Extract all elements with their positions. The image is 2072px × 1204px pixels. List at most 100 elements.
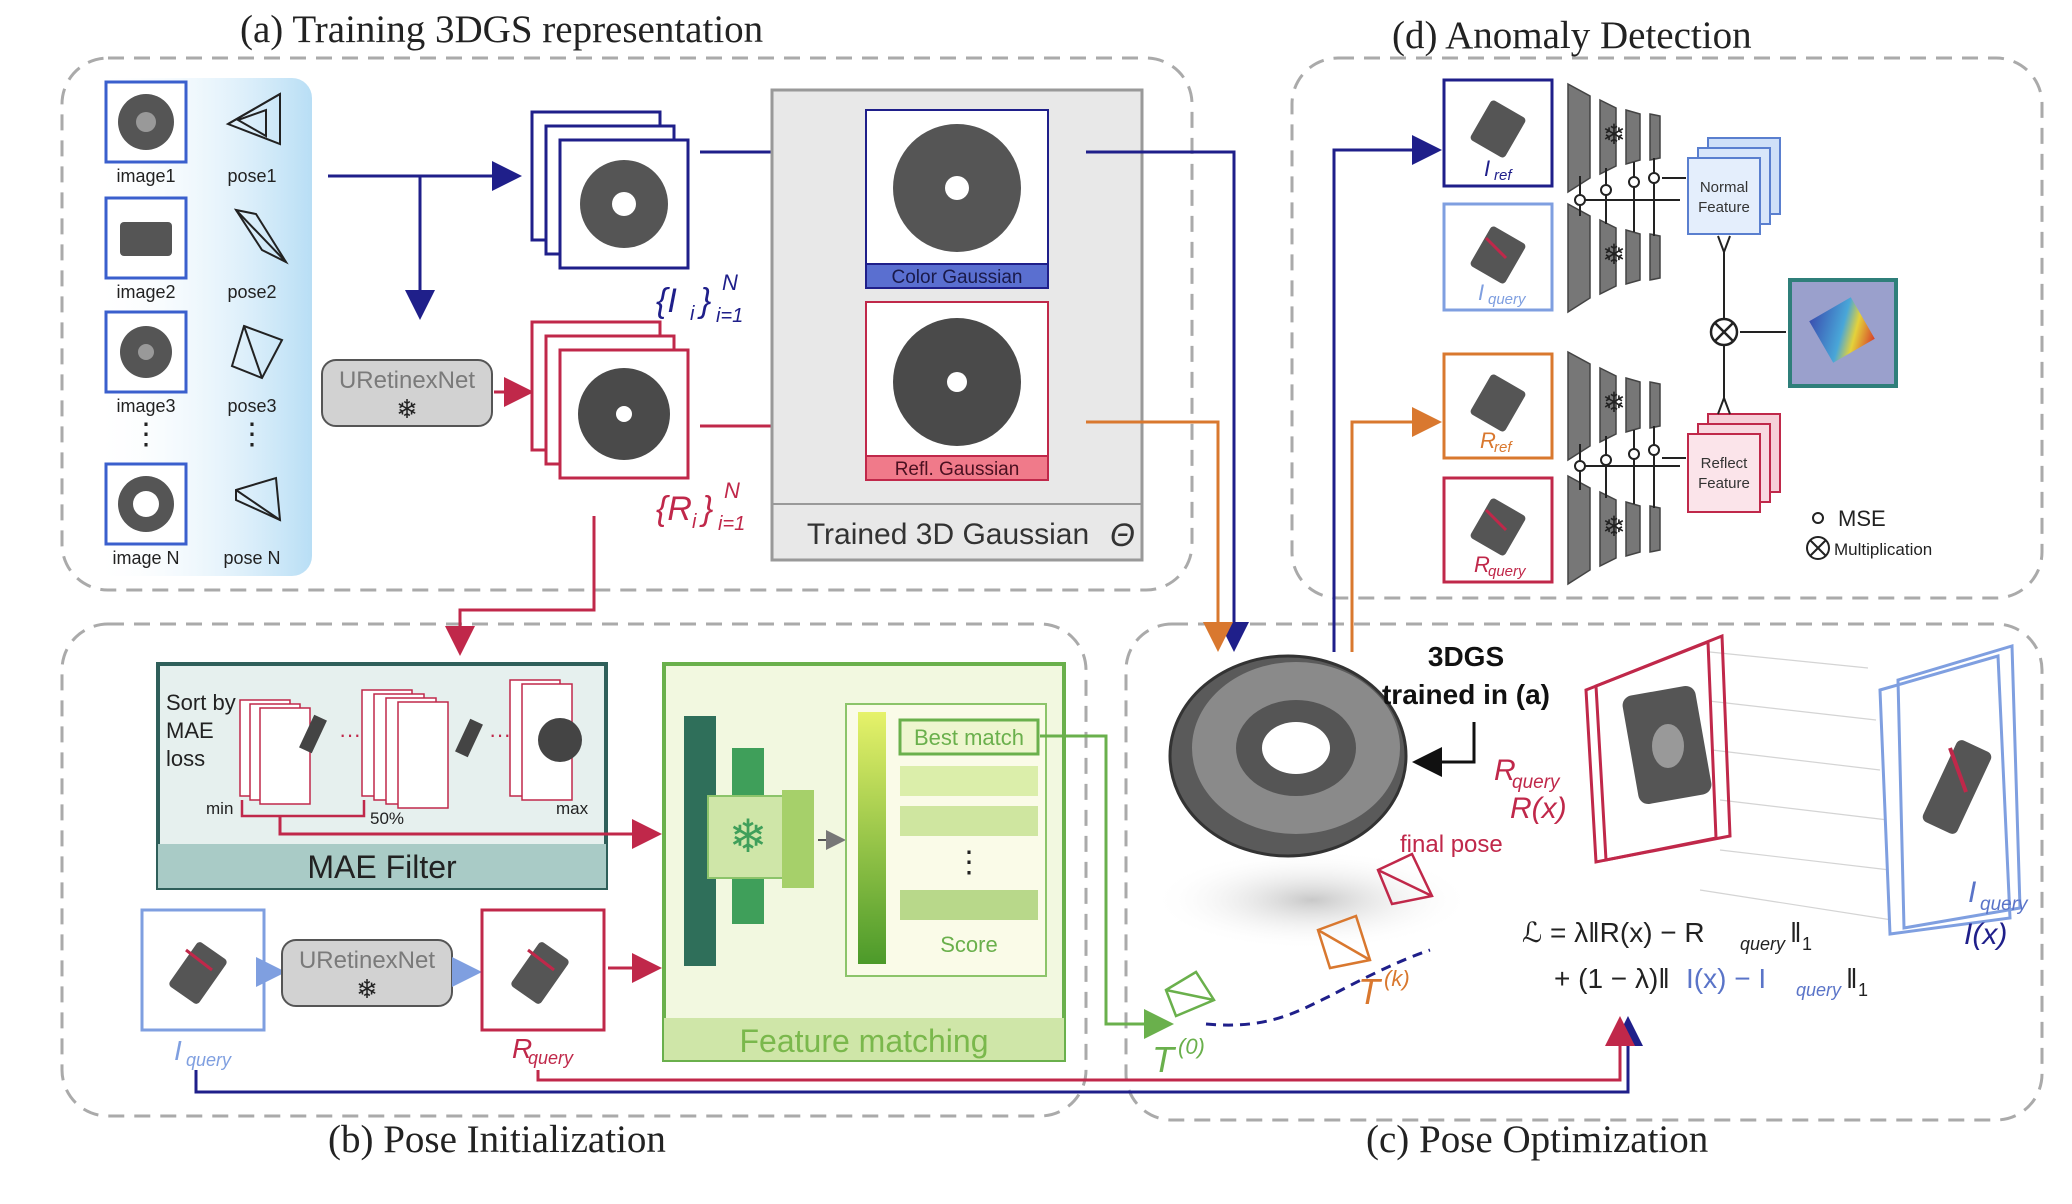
I-ref-label: I ref [1484, 156, 1513, 184]
loss-equation: ℒ = λ‖R(x) − R query ‖ 1 + (1 − λ)‖ I(x)… [1522, 917, 1868, 1000]
svg-text:ref: ref [1494, 167, 1513, 184]
svg-text:(k): (k) [1384, 966, 1410, 991]
pose-ellipsis: ⋮ [237, 418, 267, 451]
svg-text:R: R [1480, 428, 1496, 453]
input-image-3 [104, 310, 188, 394]
uretinexnet-label-a: URetinexNet [339, 367, 475, 394]
svg-text:I: I [1484, 156, 1490, 181]
svg-text:T: T [1152, 1039, 1177, 1080]
input-image-n [104, 462, 188, 546]
encoder-connections [1579, 158, 1686, 508]
sort-dots-1: ··· [339, 722, 361, 747]
pose-trajectory [1205, 948, 1431, 1027]
pose-label-n: pose N [223, 548, 280, 568]
mae-filter-box: MAE Filter Sort by MAE loss ··· ··· min … [156, 662, 608, 890]
svg-text:R: R [1474, 552, 1490, 577]
reflect-feature-label-1: Reflect [1701, 455, 1749, 472]
mse-nodes [1574, 172, 1660, 472]
svg-text:query: query [1488, 291, 1527, 308]
svg-text:i: i [692, 511, 697, 533]
T0-label: T (0) [1152, 1034, 1205, 1080]
snowflake-icon: ❄ [396, 394, 418, 424]
svg-text:query: query [1980, 894, 2029, 915]
arrow-refl-to-mae [445, 516, 596, 656]
uretinexnet-label-b: URetinexNet [299, 947, 435, 974]
R-query-label-d: R query [1474, 552, 1527, 580]
Iq-plane-label: I query I(x) [1964, 876, 2029, 951]
snowflake-icon: ❄ [1602, 239, 1625, 270]
grid-lines [1689, 649, 1893, 921]
color-gaussian-label: Color Gaussian [892, 267, 1023, 288]
svg-text:{I: {I [656, 282, 677, 320]
input-image-1 [104, 80, 188, 164]
svg-text:R(x): R(x) [1510, 792, 1567, 825]
sort-label-1: Sort by [166, 690, 236, 715]
normal-feature-label-1: Normal [1700, 179, 1748, 196]
final-pose-label: final pose [1400, 831, 1503, 858]
svg-text:(0): (0) [1178, 1034, 1205, 1059]
svg-text:ℒ = λ‖R(x) − R: ℒ = λ‖R(x) − R [1522, 917, 1705, 948]
image-label-1: image1 [116, 166, 175, 186]
feature-matching-box: Feature matching ❄ Best match ⋮ Score [662, 662, 1066, 1062]
svg-text:query: query [186, 1050, 232, 1070]
image-label-n: image N [112, 548, 179, 568]
svg-text:+ (1 − λ)‖: + (1 − λ)‖ [1554, 963, 1670, 994]
encoder-bottom-1 [1567, 350, 1661, 462]
theta-symbol: Θ [1110, 517, 1135, 553]
panel-c-border [1124, 622, 2044, 1122]
mae-filter-label: MAE Filter [307, 849, 457, 885]
camera-Tk-icon [1316, 914, 1372, 970]
camera-pose-icon-3 [230, 324, 284, 380]
reflectance-plane [1584, 633, 1732, 864]
image-ellipsis: ⋮ [131, 418, 161, 451]
normal-feature-stack: Normal Feature [1687, 137, 1781, 235]
svg-text:I(x): I(x) [1964, 918, 2007, 951]
svg-text:I: I [1478, 280, 1484, 305]
Tk-label: T (k) [1358, 966, 1410, 1012]
svg-text:R: R [512, 1033, 532, 1064]
svg-text:I: I [174, 1035, 182, 1066]
normal-feature-label-2: Feature [1698, 199, 1750, 216]
best-match-label: Best match [914, 725, 1024, 750]
svg-text:{R: {R [656, 490, 692, 528]
panel-d-border [1290, 56, 2044, 600]
3dgs-gear [1168, 654, 1408, 858]
R-ref-image [1442, 352, 1554, 460]
I-set-label: {I i } N i=1 [656, 270, 743, 327]
arrow-3dgs-label-to-gear [1412, 722, 1476, 777]
camera-pose-icon-1 [225, 92, 281, 146]
svg-text:ref: ref [1494, 439, 1513, 456]
mse-legend-label: MSE [1838, 506, 1886, 531]
snowflake-icon: ❄ [356, 974, 378, 1004]
I-query-image-d [1442, 202, 1554, 312]
svg-text:‖: ‖ [1846, 963, 1858, 994]
arrow-gaussian-to-opt-orange [1086, 420, 1233, 652]
snowflake-icon: ❄ [729, 810, 768, 862]
trained-gaussian-label: Trained 3D Gaussian [807, 518, 1089, 551]
image-label-3: image3 [116, 396, 175, 416]
trained-gaussian-box: Color Gaussian Refl. Gaussian Trained 3D… [770, 88, 1144, 562]
svg-text:i=1: i=1 [716, 305, 743, 327]
svg-text:query: query [528, 1048, 574, 1068]
color-plane [1878, 644, 2022, 936]
svg-text:query: query [1488, 563, 1527, 580]
encoder-bottom-2 [1567, 474, 1661, 586]
snowflake-icon: ❄ [1602, 119, 1625, 150]
R-query-image [1442, 476, 1554, 584]
I-ref-image [1442, 78, 1554, 188]
refl-gaussian-label: Refl. Gaussian [895, 459, 1020, 480]
svg-text:‖: ‖ [1790, 917, 1802, 948]
panel-a-title: (a) Training 3DGS representation [240, 8, 763, 51]
image-label-2: image2 [116, 282, 175, 302]
pose-label-1: pose1 [227, 166, 276, 186]
camera-T0-icon [1164, 970, 1216, 1018]
svg-text:N: N [724, 478, 740, 503]
snowflake-icon: ❄ [1602, 511, 1625, 542]
R-ref-label: R ref [1480, 428, 1513, 456]
color-image-stack [530, 110, 690, 270]
encoder-top-2 [1567, 202, 1661, 314]
I-query-label: I query [174, 1035, 232, 1070]
multiplication-node [1709, 317, 1739, 347]
svg-text:query: query [1796, 980, 1842, 1000]
arrow-opt-to-Iref [1332, 135, 1442, 652]
